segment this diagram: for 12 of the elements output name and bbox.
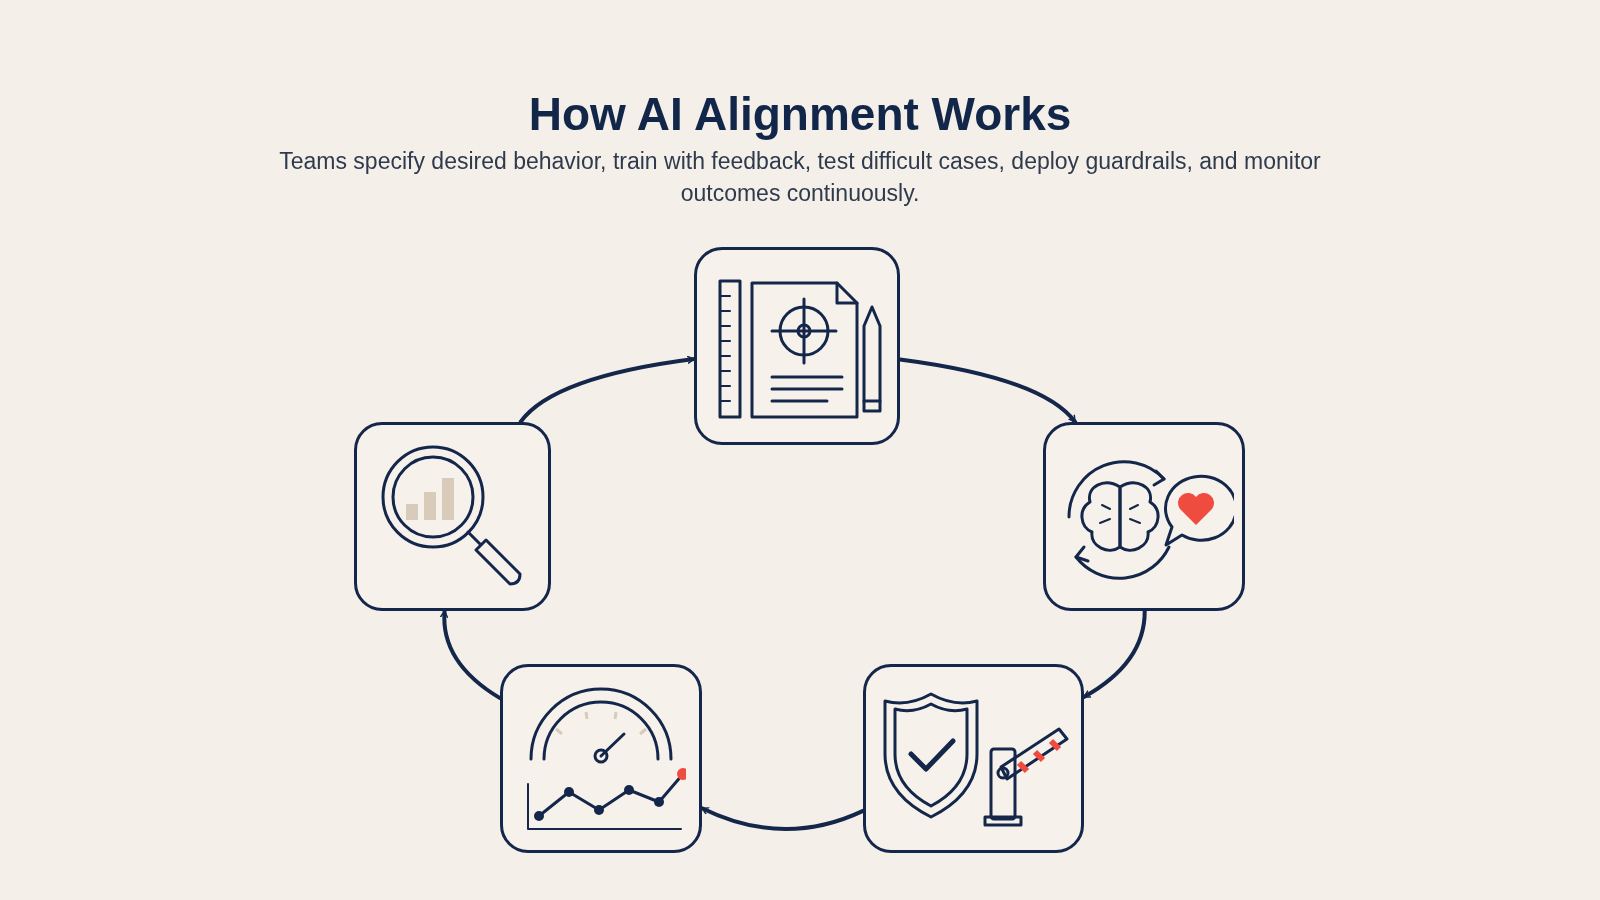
step-card bbox=[1043, 422, 1245, 611]
title: How AI Alignment Works bbox=[527, 87, 1073, 142]
step-card bbox=[863, 664, 1084, 853]
arrow bbox=[518, 355, 696, 424]
arrow bbox=[700, 806, 865, 831]
step-card bbox=[354, 422, 551, 611]
arrow bbox=[898, 357, 1078, 424]
arrow bbox=[440, 609, 502, 701]
arrow bbox=[1082, 609, 1147, 699]
step-card bbox=[500, 664, 702, 853]
step-card bbox=[694, 247, 900, 445]
subtitle: Teams specify desired behavior, train with feedback, test difficult cases, deploy guardrails, and monitor outcomes continuously. bbox=[278, 147, 1322, 208]
